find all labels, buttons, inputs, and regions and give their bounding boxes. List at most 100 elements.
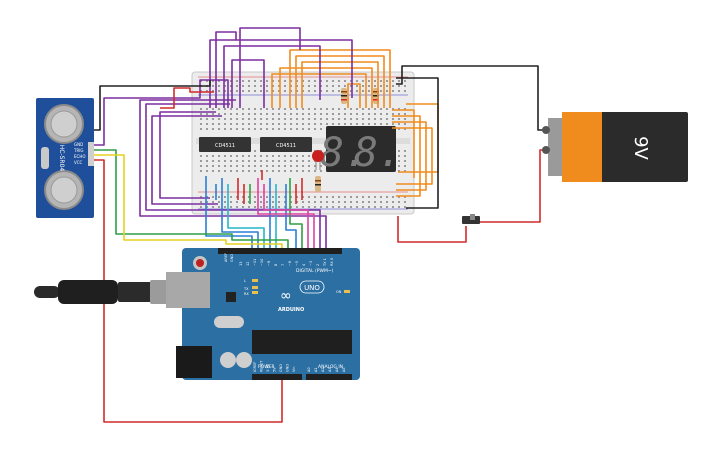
wire-blue[interactable] [205, 176, 253, 248]
breadboard-hole [314, 128, 316, 130]
wire-blue[interactable] [285, 184, 297, 248]
wire-yellow[interactable] [92, 154, 283, 248]
arduino-brand-label: ARDUINO [278, 307, 304, 313]
breadboard-hole [248, 85, 250, 87]
seven-segment-display[interactable]: 8. 8. [320, 126, 402, 176]
breadboard-hole [272, 160, 274, 162]
breadboard-hole [254, 85, 256, 87]
breadboard-hole [254, 201, 256, 203]
breadboard-hole [296, 155, 298, 157]
breadboard-hole [230, 170, 232, 172]
breadboard-hole [308, 128, 310, 130]
wire-purple[interactable] [209, 39, 353, 108]
wire-orange[interactable] [392, 121, 427, 191]
breadboard-hole [350, 113, 352, 115]
breadboard-hole [314, 113, 316, 115]
wire-purple[interactable] [231, 59, 265, 108]
breadboard-hole [308, 206, 310, 208]
wire-black[interactable] [92, 80, 211, 131]
red-led[interactable] [312, 150, 324, 170]
wire-red[interactable] [478, 149, 548, 223]
resistor-3[interactable] [315, 176, 321, 192]
display-body [326, 126, 396, 172]
breadboard-hole [374, 123, 376, 125]
breadboard-hole [404, 123, 406, 125]
wire-purple[interactable] [151, 115, 222, 205]
wire-purple[interactable] [215, 31, 237, 108]
resistor-1[interactable] [341, 88, 347, 104]
breadboard-hole [320, 196, 322, 198]
resistor-band [341, 95, 347, 97]
wire-orange[interactable] [392, 109, 415, 178]
wire-purple[interactable] [223, 45, 321, 108]
breadboard-hole [392, 123, 394, 125]
wire-orange[interactable] [301, 61, 379, 108]
wire-orange[interactable] [392, 115, 421, 197]
wire-purple[interactable] [239, 27, 301, 108]
breadboard-hole [356, 123, 358, 125]
breadboard-hole [392, 196, 394, 198]
cd4511-chip-1[interactable]: CD4511 [199, 137, 251, 152]
battery-9v[interactable]: 9V [542, 112, 688, 182]
wire-red[interactable] [92, 159, 283, 423]
breadboard-hole [386, 80, 388, 82]
breadboard-hole [260, 80, 262, 82]
wire-pink[interactable] [263, 184, 309, 248]
wire-purple[interactable] [159, 111, 216, 199]
breadboard-hole [248, 155, 250, 157]
analog-pin-label: A1 [314, 367, 318, 372]
breadboard-hole [212, 118, 214, 120]
breadboard-hole [284, 118, 286, 120]
breadboard-hole [326, 90, 328, 92]
breadboard-hole [236, 80, 238, 82]
breadboard-hole [314, 85, 316, 87]
breadboard-hole [254, 128, 256, 130]
wire-orange[interactable] [392, 127, 433, 185]
breadboard-hole [344, 201, 346, 203]
breadboard-hole [374, 118, 376, 120]
breadboard-hole [218, 160, 220, 162]
wire-orange[interactable] [279, 67, 373, 108]
breadboard-hole [380, 80, 382, 82]
breadboard-hole [236, 155, 238, 157]
breadboard-hole [212, 123, 214, 125]
breadboard-hole [338, 123, 340, 125]
breadboard-hole [254, 90, 256, 92]
wire-purple[interactable] [92, 79, 229, 146]
wire-green[interactable] [289, 178, 303, 248]
breadboard-hole [404, 206, 406, 208]
wire-black[interactable] [396, 65, 548, 131]
wire-cyan[interactable] [227, 184, 265, 248]
breadboard-hole [326, 108, 328, 110]
breadboard-hole [356, 108, 358, 110]
arduino-uno[interactable]: ∞ ARDUINO UNO DIGITAL (PWM~) POWER ANALO… [166, 248, 360, 380]
breadboard-hole [206, 123, 208, 125]
wire-red[interactable] [160, 87, 214, 109]
wire-orange[interactable] [271, 73, 367, 108]
breadboard-hole [284, 155, 286, 157]
breadboard-hole [362, 201, 364, 203]
wire-black[interactable] [396, 77, 439, 209]
breadboard-hole [278, 206, 280, 208]
resistor-band [315, 180, 321, 182]
wire-orange[interactable] [295, 55, 385, 108]
wire-orange[interactable] [289, 49, 391, 108]
ultrasonic-sensor[interactable]: HC-SR04 GND TRIG ECHO VCC [36, 98, 94, 218]
breadboard-hole [224, 196, 226, 198]
arduino-infinity-logo: ∞ [280, 288, 292, 304]
wire-purple[interactable] [139, 99, 327, 248]
chip-body [260, 137, 312, 152]
battery-voltage-label: 9V [630, 136, 651, 160]
breadboard-hole [248, 170, 250, 172]
wire-red[interactable] [397, 216, 467, 243]
breadboard-hole [230, 90, 232, 92]
power-pin-label: GND [286, 364, 290, 372]
cd4511-chip-2[interactable]: CD4511 [260, 137, 312, 152]
wire-pink[interactable] [257, 178, 315, 248]
wire-orange[interactable] [347, 83, 361, 108]
slide-switch[interactable] [462, 214, 480, 224]
wire-green[interactable] [92, 149, 289, 248]
breadboard-hole [314, 90, 316, 92]
breadboard-hole [290, 128, 292, 130]
breadboard-hole [272, 85, 274, 87]
